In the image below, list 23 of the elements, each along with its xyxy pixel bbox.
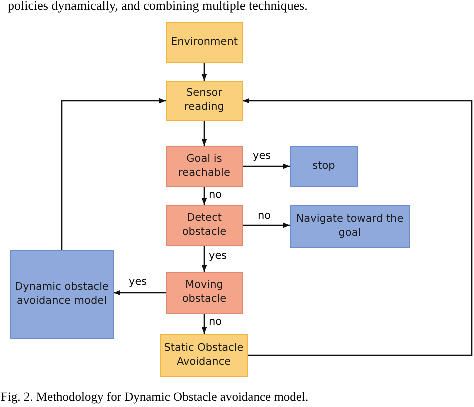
- arrow: [202, 314, 208, 334]
- process-box: Navigate toward the goal: [290, 205, 410, 248]
- arrow: [243, 98, 473, 356]
- arrow: [202, 246, 208, 272]
- edge-label: yes: [129, 276, 148, 289]
- process-box: Static Obstacle Avoidance: [160, 334, 248, 377]
- process-box: Dynamic obstacle avoidance model: [10, 250, 114, 339]
- process-box: Sensor reading: [166, 81, 243, 121]
- process-box: Moving obstacle: [166, 272, 243, 314]
- process-box: Detect obstacle: [166, 205, 243, 246]
- arrow: [202, 63, 208, 81]
- process-box: Environment: [166, 22, 243, 63]
- edge-label: yes: [253, 150, 272, 163]
- edge-label: yes: [209, 250, 228, 263]
- arrow: [243, 164, 290, 170]
- process-box: Goal is reachable: [166, 146, 243, 187]
- figure-caption: Fig. 2. Methodology for Dynamic Obstacle avoidance model.: [1, 390, 309, 405]
- arrow: [243, 222, 290, 228]
- arrow: [61, 98, 166, 250]
- arrow: [202, 121, 208, 146]
- arrow: [114, 290, 166, 296]
- arrow: [202, 187, 208, 205]
- process-box: stop: [290, 146, 358, 187]
